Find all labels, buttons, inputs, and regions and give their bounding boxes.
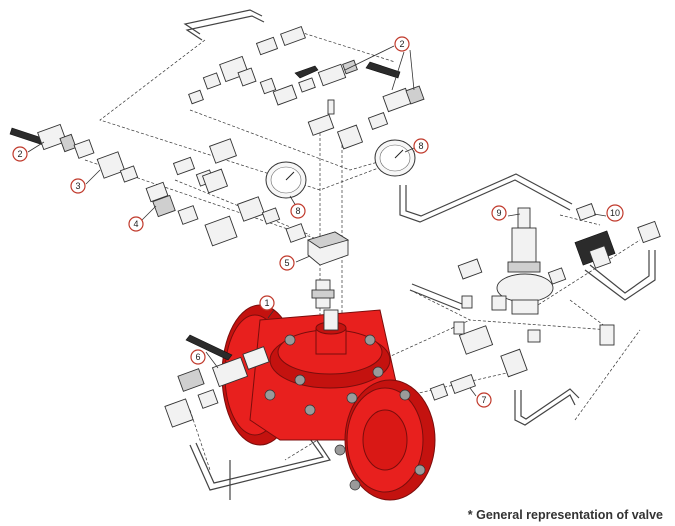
mid-left-tube [409, 283, 463, 311]
callout-5-label: 5 [284, 258, 289, 268]
tubing [183, 9, 656, 500]
callout-5: 5 [279, 255, 295, 271]
callout-8-right-label: 8 [418, 141, 423, 151]
leader-lines [27, 45, 607, 397]
pressure-gauge-right [374, 139, 416, 177]
callout-2-top-label: 2 [399, 39, 404, 49]
main-valve-body [221, 304, 436, 501]
callout-4-label: 4 [133, 219, 138, 229]
callout-8-left-label: 8 [295, 206, 300, 216]
callout-10-label: 10 [610, 208, 620, 218]
callout-4: 4 [128, 216, 144, 232]
callout-8-gauge-left: 8 [290, 203, 306, 219]
callout-3: 3 [70, 178, 86, 194]
ball-valve-6 [164, 334, 270, 428]
solenoid-valve [574, 203, 661, 346]
callout-1-label: 1 [264, 298, 269, 308]
right-tube-long [399, 173, 573, 223]
callout-2-left-label: 2 [17, 149, 22, 159]
left-fittings [9, 123, 307, 247]
right-tube-loop [584, 250, 656, 301]
bottom-left-tube [189, 429, 331, 500]
callout-9-label: 9 [496, 208, 501, 218]
top-fittings [188, 26, 425, 150]
callout-9: 9 [491, 205, 507, 221]
top-tube [183, 9, 265, 41]
callout-10: 10 [606, 204, 624, 222]
callout-8-gauge-right: 8 [413, 138, 429, 154]
callout-6: 6 [190, 349, 206, 365]
pilot-valve [457, 207, 567, 343]
callout-7: 7 [476, 392, 492, 408]
right-fittings [429, 321, 528, 401]
callout-1: 1 [259, 295, 275, 311]
manifold-block [306, 231, 350, 309]
footnote: * General representation of valve [467, 508, 663, 522]
bottom-right-tube [514, 388, 580, 426]
callout-3-label: 3 [75, 181, 80, 191]
pressure-gauge-left [265, 161, 307, 199]
callout-2-top: 2 [394, 36, 410, 52]
callout-6-label: 6 [195, 352, 200, 362]
callout-2-left: 2 [12, 146, 28, 162]
callout-7-label: 7 [481, 395, 486, 405]
